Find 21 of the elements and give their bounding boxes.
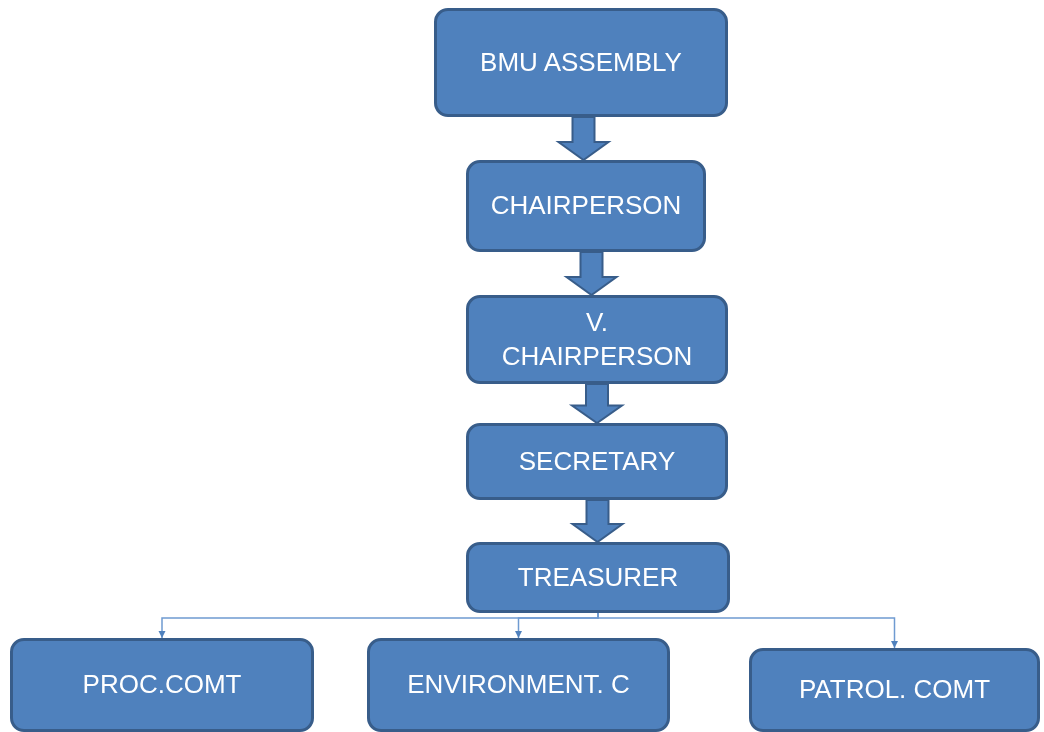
role-label: PATROL. COMT: [798, 673, 991, 707]
role-box: [367, 638, 670, 732]
role-label: SECRETARY: [518, 444, 676, 478]
block-arrow: [568, 383, 626, 425]
connector-line: [597, 612, 899, 649]
role-label: BMU ASSEMBLY: [480, 45, 682, 79]
role-box: [749, 648, 1040, 732]
role-box: [10, 638, 314, 732]
role-label: CHAIRPERSON: [490, 189, 682, 223]
role-box: [466, 542, 730, 613]
role-label: ENVIRONMENT. C: [407, 668, 630, 702]
role-label: PROC.COMT: [82, 668, 242, 702]
block-arrow: [555, 116, 612, 162]
role-box: [434, 8, 728, 117]
role-box: [466, 423, 728, 500]
block-arrow: [563, 251, 620, 297]
role-label: TREASURER: [517, 560, 679, 594]
role-label: V. CHAIRPERSON: [500, 305, 694, 373]
role-box: [466, 295, 728, 384]
block-arrow: [569, 499, 626, 544]
role-box: [466, 160, 706, 252]
